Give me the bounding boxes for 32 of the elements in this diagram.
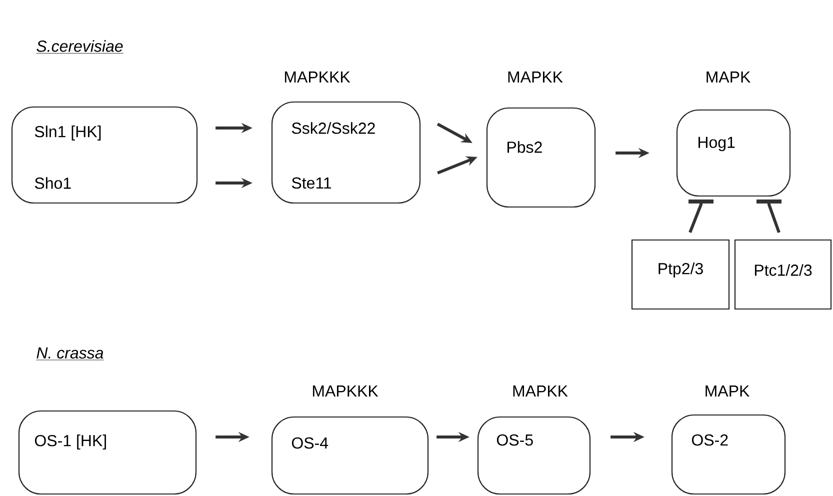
protein-label: Ptp2/3 <box>658 262 703 278</box>
species-heading: S.cerevisiae <box>36 40 124 54</box>
protein-label: Sln1 [HK] <box>34 126 101 140</box>
protein-box <box>676 109 791 197</box>
kinase-tier-label: MAPKKK <box>284 72 350 82</box>
protein-box <box>11 106 198 204</box>
protein-label: OS-1 [HK] <box>34 434 106 450</box>
kinase-tier-label: MAPKKK <box>312 386 378 396</box>
species-heading: N. crassa <box>36 347 104 360</box>
kinase-tier-label: MAPKK <box>508 72 563 82</box>
kinase-tier-label: MAPKK <box>513 386 568 396</box>
phosphatase-box <box>631 239 730 310</box>
protein-label: OS-2 <box>692 434 728 446</box>
kinase-tier-label: MAPK <box>706 386 750 396</box>
protein-label: Hog1 <box>698 136 735 152</box>
protein-label: Sho1 <box>34 177 71 189</box>
protein-box <box>271 101 421 204</box>
protein-box <box>477 416 591 495</box>
kinase-tier-label: MAPK <box>706 72 750 82</box>
protein-box <box>671 414 786 495</box>
protein-label: OS-4 <box>292 437 328 449</box>
protein-label: Ptc1/2/3 <box>754 264 812 276</box>
protein-label: Pbs2 <box>508 141 542 153</box>
protein-label: Ssk2/Ssk22 <box>292 122 375 134</box>
phosphatase-box <box>734 239 832 310</box>
protein-label: Ste11 <box>292 177 332 189</box>
inhibition-line <box>688 200 714 233</box>
protein-box <box>18 410 197 495</box>
protein-box <box>486 107 596 208</box>
inhibition-line <box>756 200 782 233</box>
protein-label: OS-5 <box>496 434 533 446</box>
protein-box <box>271 416 429 495</box>
